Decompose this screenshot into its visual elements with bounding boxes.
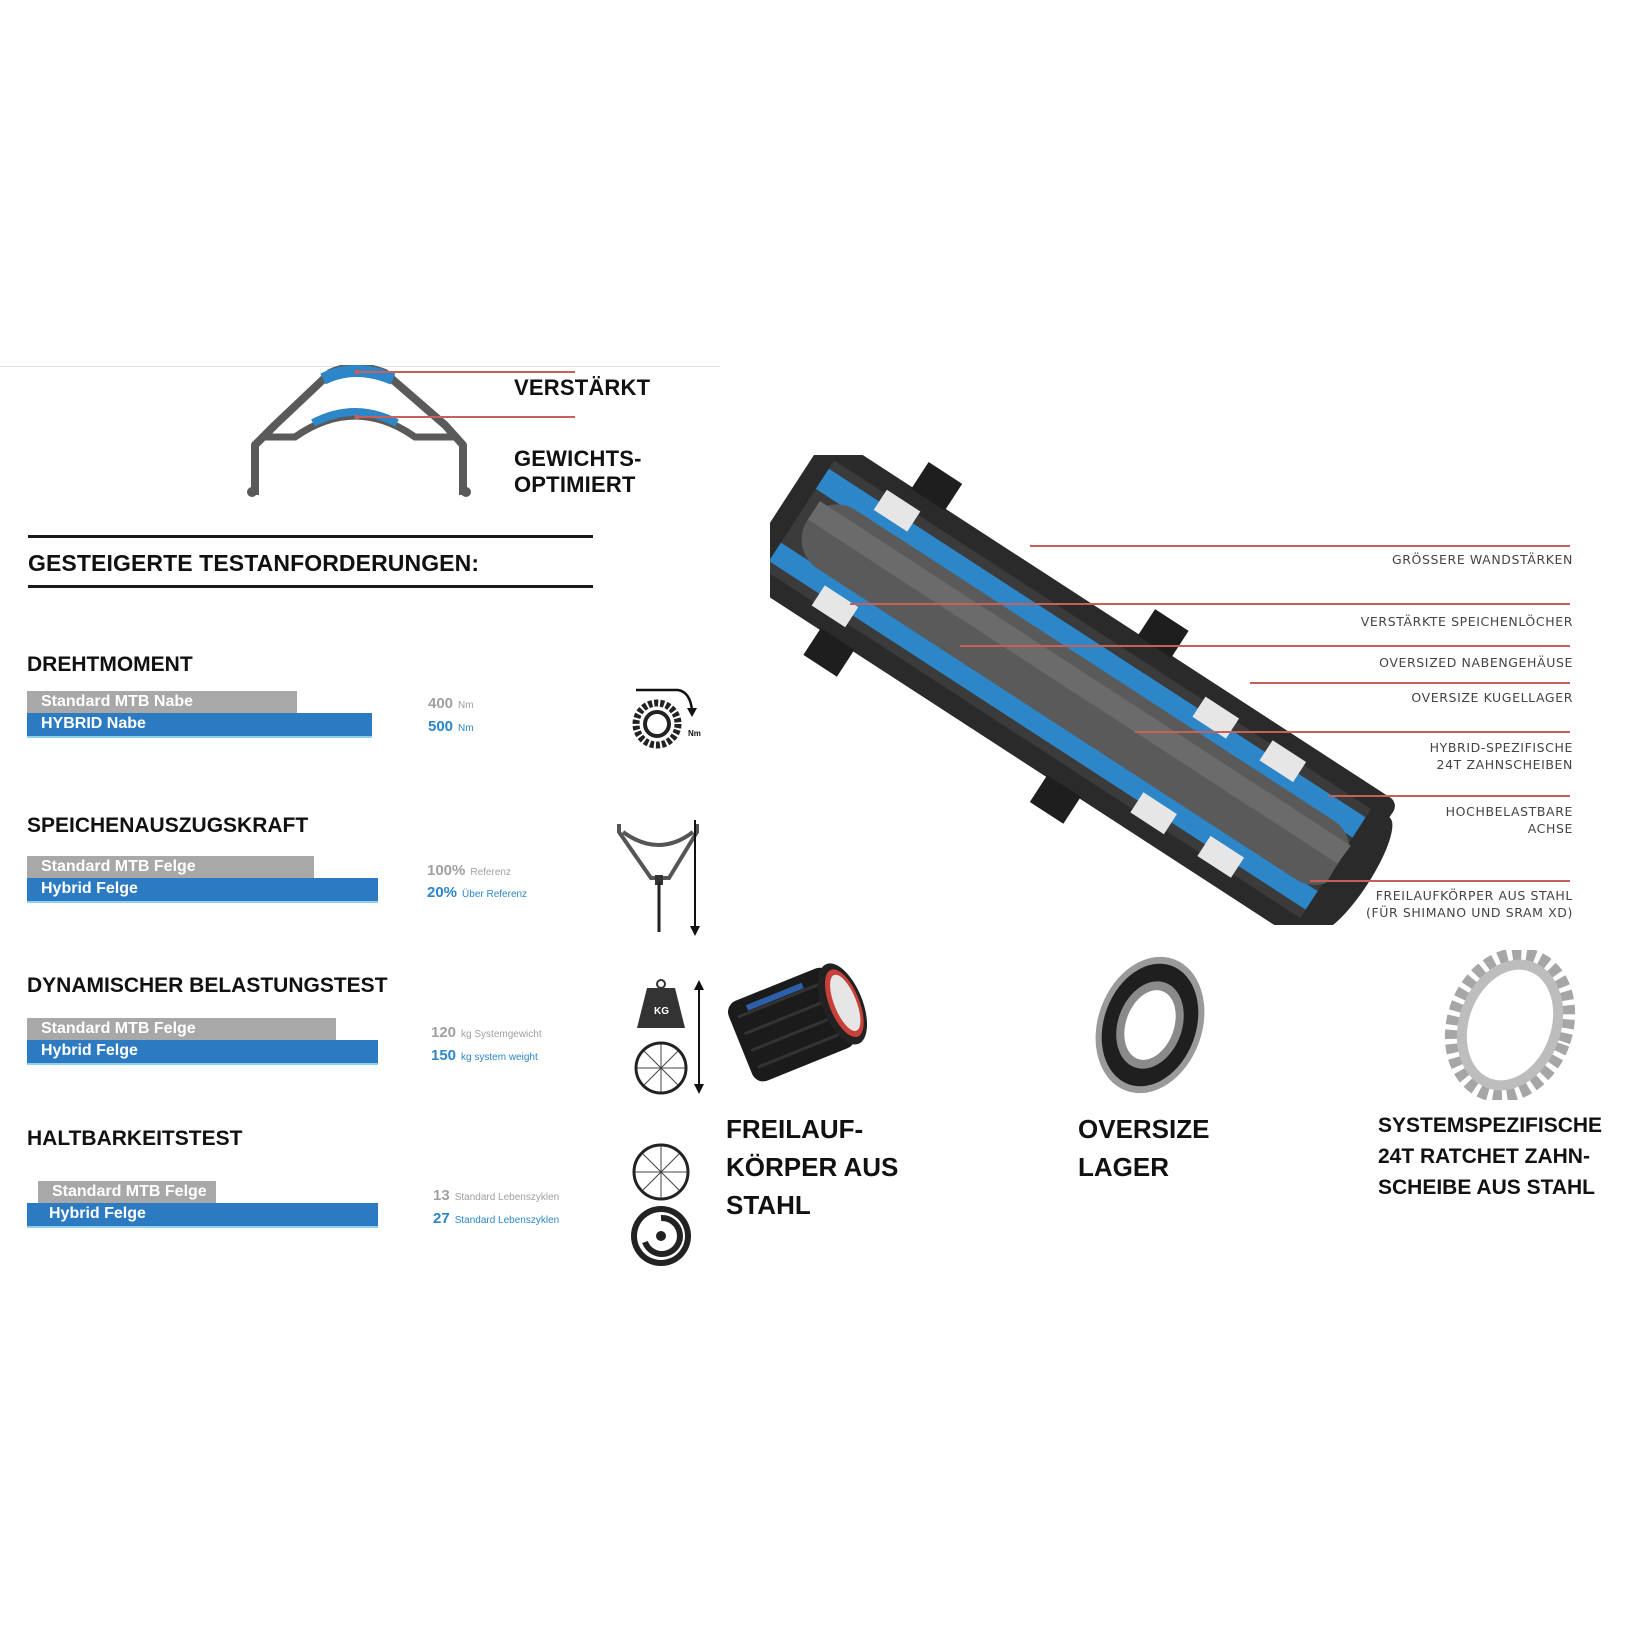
hub-callout-bearings: OVERSIZE KUGELLAGER (1411, 690, 1573, 705)
section-heading-spoke-pull: SPEICHENAUSZUGSKRAFT (27, 814, 309, 837)
rim-profile-diagram (245, 365, 585, 505)
hub-callout-hub-shell: OVERSIZED NABENGEHÄUSE (1379, 655, 1573, 670)
callout-line-1 (1030, 545, 1570, 547)
callout-line-3 (960, 645, 1570, 647)
wheel-durability-icon (625, 1142, 700, 1272)
ratchet-ring-icon (1440, 950, 1580, 1100)
bar-hybrid-dynamic-load: Hybrid Felge (27, 1040, 378, 1065)
part-label-ratchet: SYSTEMSPEZIFISCHE 24T RATCHET ZAHN- SCHE… (1378, 1114, 1603, 1199)
bar-standard-dynamic-load: Standard MTB Felge (27, 1018, 336, 1040)
svg-text:KG: KG (654, 1006, 669, 1017)
bearing-icon (1085, 950, 1215, 1100)
weight-wheel-icon: KG (625, 978, 705, 1098)
hub-cutaway-diagram (770, 455, 1430, 925)
title-rule-top (28, 535, 593, 538)
bar-hybrid-durability: Hybrid Felge (27, 1203, 378, 1228)
part-label-freehub: FREILAUF- KÖRPER AUS STAHL (726, 1114, 899, 1220)
svg-text:Nm: Nm (688, 729, 701, 738)
bar-hybrid-torque: HYBRID Nabe (27, 713, 372, 738)
callout-line-7 (1310, 880, 1570, 882)
tests-title: GESTEIGERTE TESTANFORDERUNGEN: (28, 550, 480, 576)
hub-callout-wall-thickness: GRÖSSERE WANDSTÄRKEN (1391, 552, 1573, 567)
hub-callout-axle: HOCHBELASTBARE ACHSE (1445, 804, 1573, 836)
value-standard-spoke-pull: 100%Referenz (427, 862, 511, 879)
title-rule-bottom (28, 585, 593, 588)
torque-gear-icon: Nm (630, 684, 710, 754)
rim-callout-reinforced: VERSTÄRKT (514, 375, 651, 400)
section-heading-torque: DREHTMOMENT (27, 653, 193, 676)
value-hybrid-spoke-pull: 20%Über Referenz (427, 884, 528, 901)
callout-line-5 (1135, 731, 1570, 733)
bar-standard-torque: Standard MTB Nabe (27, 691, 297, 713)
bar-standard-spoke-pull: Standard MTB Felge (27, 856, 314, 878)
callout-line-6 (1328, 795, 1570, 797)
freehub-body-icon (725, 948, 885, 1088)
section-heading-dynamic-load: DYNAMISCHER BELASTUNGSTEST (27, 974, 388, 997)
hub-callout-spoke-holes: VERSTÄRKTE SPEICHENLÖCHER (1360, 614, 1573, 629)
spoke-pull-icon (615, 820, 705, 940)
section-heading-durability: HALTBARKEITSTEST (27, 1127, 243, 1150)
callout-line-4 (1250, 682, 1570, 684)
rim-cross-section-icon (247, 365, 575, 497)
hub-callout-freehub: FREILAUFKÖRPER AUS STAHL (FÜR SHIMANO UN… (1366, 888, 1573, 920)
hub-cutaway-icon (770, 455, 1395, 925)
part-label-bearing: OVERSIZE LAGER (1078, 1114, 1210, 1182)
hub-callout-ratchet: HYBRID-SPEZIFISCHE 24T ZAHNSCHEIBEN (1429, 740, 1573, 772)
rim-callout-weight-optimized: GEWICHTS- OPTIMIERT (514, 446, 642, 497)
bar-standard-durability: Standard MTB Felge (38, 1181, 216, 1203)
callout-line-2 (850, 603, 1570, 605)
bar-hybrid-spoke-pull: Hybrid Felge (27, 878, 378, 903)
